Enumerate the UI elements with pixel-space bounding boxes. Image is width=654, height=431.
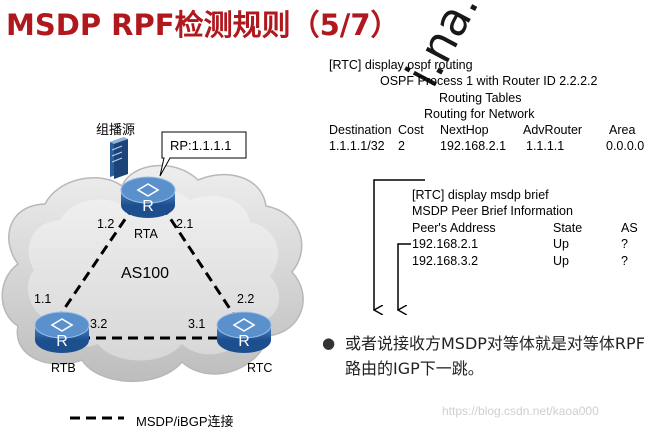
- router-rta: [120, 176, 176, 218]
- msdp-row2-state: Up: [553, 254, 569, 268]
- ospf-col-advrouter: AdvRouter: [523, 123, 583, 137]
- ospf-col-area: Area: [609, 123, 636, 137]
- msdp-row1-state: Up: [553, 237, 569, 251]
- router-rtb-name: RTB: [51, 361, 76, 375]
- router-rtc-glyph: R: [238, 333, 250, 350]
- router-rtb-glyph: R: [56, 333, 68, 350]
- msdp-row2-address: 192.168.3.2: [412, 254, 479, 268]
- link-rta-rtc: [160, 205, 238, 319]
- bullet-text: 或者说接收方MSDP对等体就是对等体RPF路由的IGP下一跳。: [345, 334, 645, 378]
- ospf-heading-tables: Routing Tables: [439, 91, 522, 105]
- ospf-col-destination: Destination: [329, 123, 392, 137]
- ospf-col-cost: Cost: [398, 123, 424, 137]
- ospf-command: [RTC] display ospf routing: [329, 58, 473, 72]
- rp-label: RP:1.1.1.1: [170, 138, 232, 153]
- ospf-process-line: OSPF Process 1 with Router ID 2.2.2.2: [380, 74, 598, 88]
- ospf-col-nexthop: NextHop: [440, 123, 489, 137]
- ospf-heading-network: Routing for Network: [424, 107, 535, 121]
- link-rta-rtb: [56, 205, 136, 319]
- iface-label-1-1: 1.1: [34, 292, 52, 306]
- router-rtc-name: RTC: [247, 361, 273, 375]
- msdp-heading: MSDP Peer Brief Information: [412, 204, 573, 218]
- msdp-row1-as: ?: [621, 237, 628, 251]
- iface-label-1-2: 1.2: [97, 217, 115, 231]
- msdp-row1-address: 192.168.2.1: [412, 237, 479, 251]
- server-icon: [110, 137, 128, 179]
- source-label: 组播源: [96, 122, 136, 137]
- msdp-command: [RTC] display msdp brief: [412, 188, 549, 202]
- page-title: MSDP RPF检测规则（5/7）: [6, 8, 400, 42]
- router-rtb: [34, 311, 90, 353]
- router-rta-glyph: R: [142, 198, 154, 215]
- rpf-arrow-2: [398, 243, 411, 310]
- msdp-row2-as: ?: [621, 254, 628, 268]
- as-label: AS100: [121, 265, 170, 282]
- credit-text: https://blog.csdn.net/kaoa000: [442, 404, 599, 418]
- iface-label-2-2: 2.2: [237, 292, 255, 306]
- iface-label-2-1: 2.1: [176, 217, 194, 231]
- ospf-cell-area: 0.0.0.0: [606, 139, 645, 153]
- ospf-cell-cost: 2: [398, 139, 405, 153]
- iface-label-3-1: 3.1: [188, 317, 206, 331]
- ospf-cell-nexthop: 192.168.2.1: [440, 139, 507, 153]
- ospf-cell-advrouter: 1.1.1.1: [526, 139, 565, 153]
- bullet-dot: ●: [322, 334, 336, 352]
- ospf-cell-destination: 1.1.1.1/32: [329, 139, 385, 153]
- rpf-arrow-1: [374, 179, 425, 310]
- legend-label: MSDP/iBGP连接: [136, 414, 234, 429]
- iface-label-3-2: 3.2: [90, 317, 108, 331]
- msdp-col-state: State: [553, 221, 583, 235]
- rp-callout: [159, 131, 247, 177]
- msdp-col-as: AS: [621, 221, 638, 235]
- msdp-col-address: Peer's Address: [412, 221, 496, 235]
- router-rta-name: RTA: [134, 227, 158, 241]
- router-rtc: [216, 311, 272, 353]
